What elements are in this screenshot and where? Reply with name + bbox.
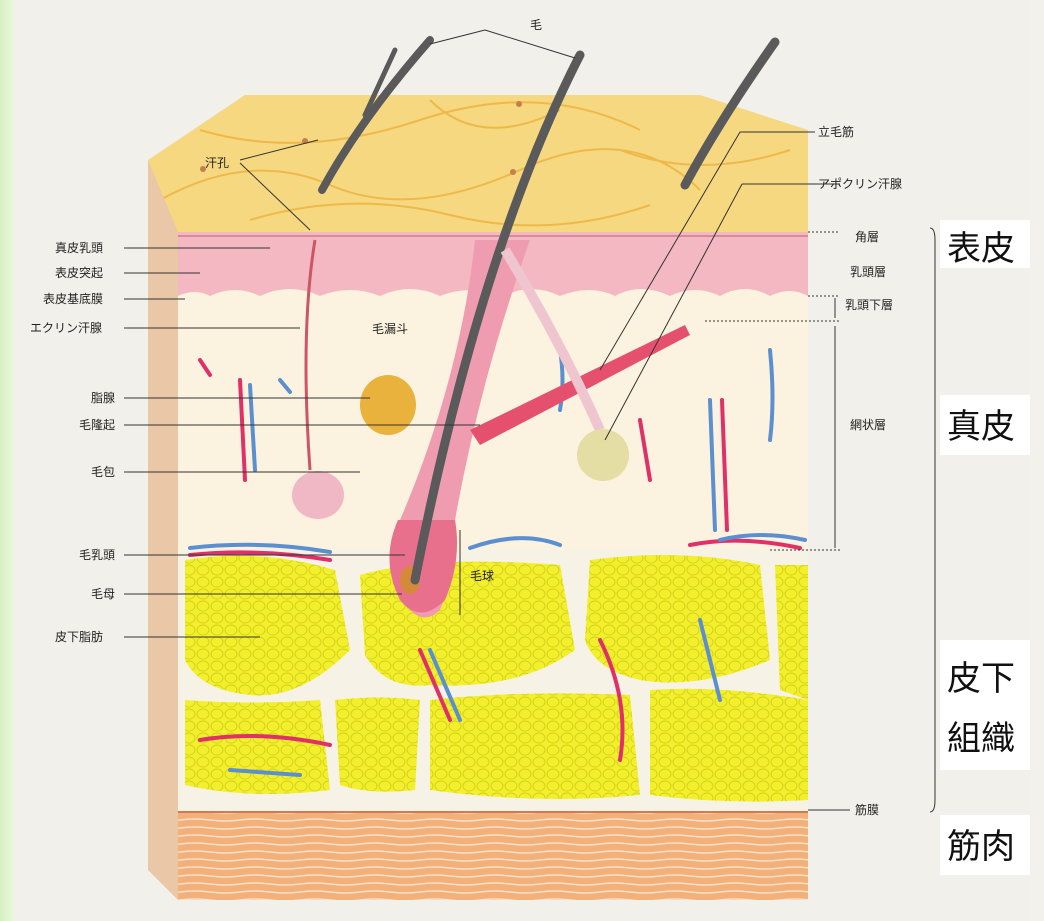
section-subcutis-line1: 皮下 bbox=[947, 659, 1015, 699]
section-muscle: 筋肉 bbox=[947, 827, 1015, 867]
section-subcutis-line2: 組織 bbox=[947, 719, 1015, 759]
section-epidermis: 表皮 bbox=[947, 229, 1015, 269]
section-dermis: 真皮 bbox=[947, 407, 1015, 447]
